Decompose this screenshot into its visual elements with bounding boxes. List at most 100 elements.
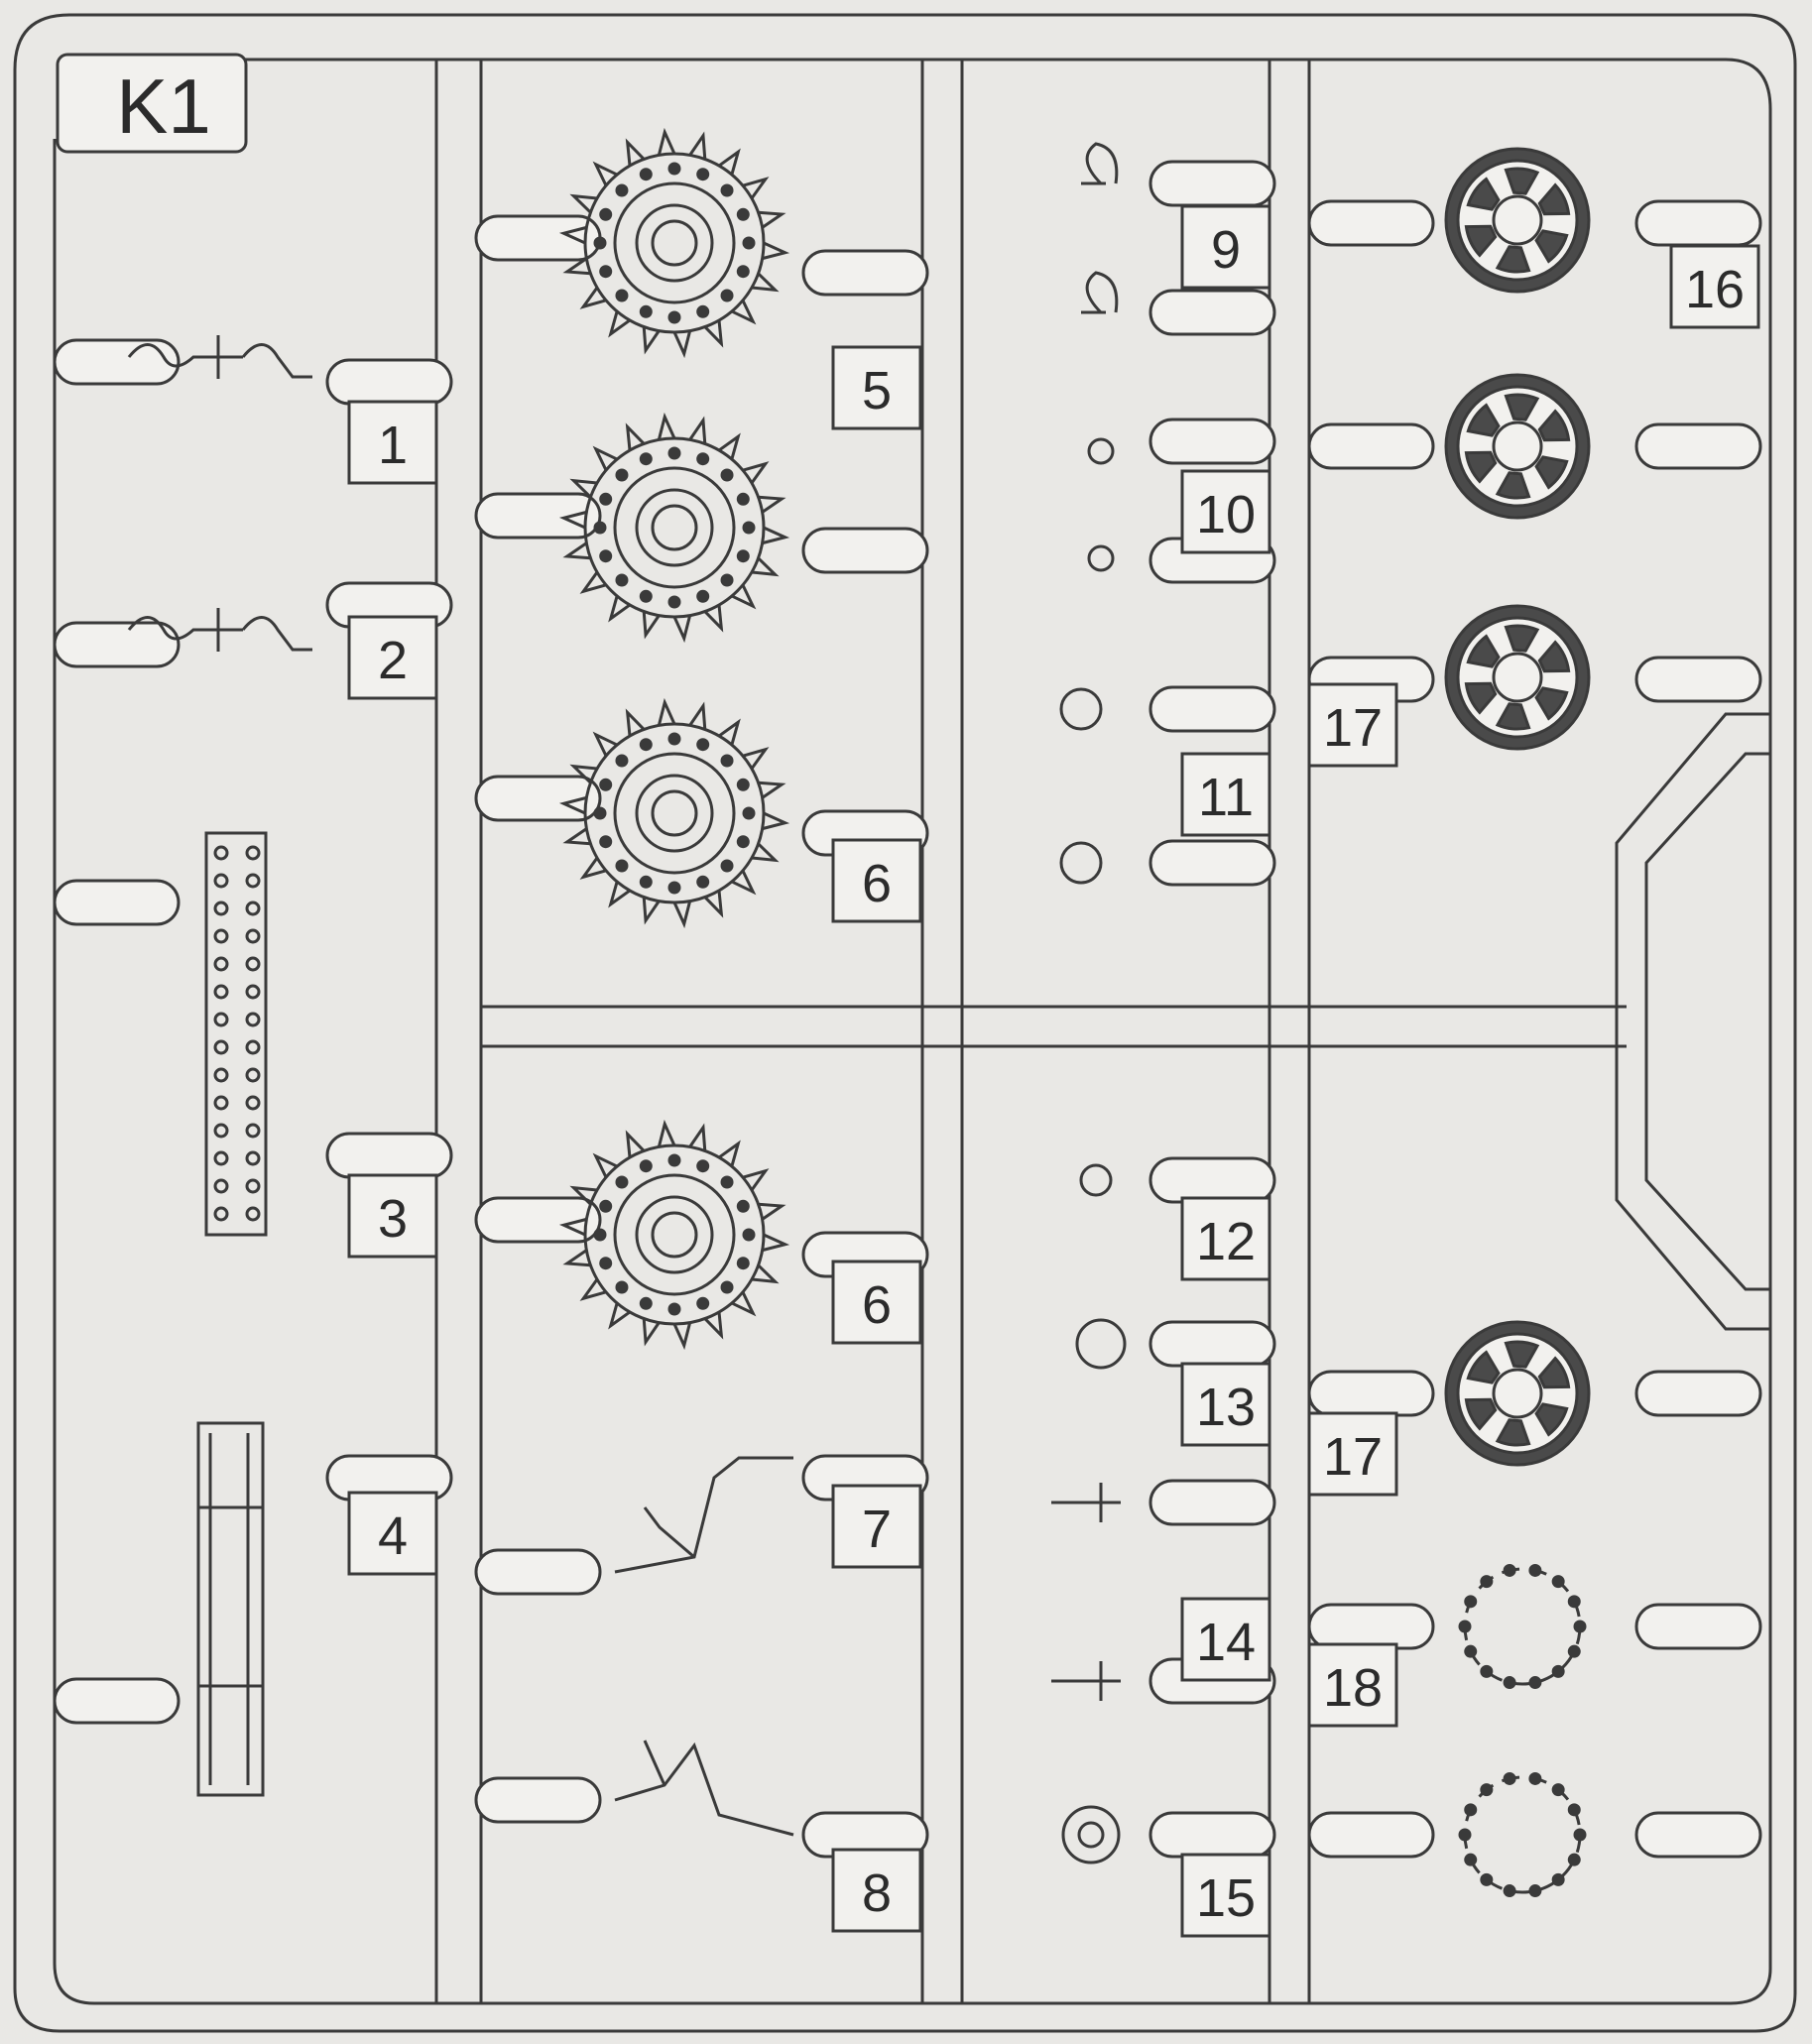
bar-hole (213, 1039, 229, 1055)
rim-tooth (1464, 1644, 1478, 1658)
bar-hole (245, 1123, 261, 1139)
runner-gate (1148, 1811, 1276, 1859)
road-wheel-part-17a (1444, 373, 1591, 520)
sprocket-bolt (593, 1228, 607, 1242)
sprocket-bolt (599, 265, 613, 279)
sprocket-bolt (599, 1257, 613, 1270)
runner-gate (1148, 1320, 1276, 1368)
part-number-tag: 6 (831, 838, 922, 923)
bent-rod-part-8 (614, 1740, 794, 1837)
part-number-tag: 6 (831, 1260, 922, 1345)
rim-tooth (1464, 1595, 1478, 1609)
part-number-tag: 12 (1180, 1196, 1271, 1281)
sprocket-rim (583, 722, 766, 904)
sprocket-bolt (667, 1302, 681, 1316)
rim-tooth (1503, 1771, 1516, 1785)
runner-gate (325, 358, 453, 406)
sprocket-hub (635, 203, 714, 283)
sprocket-bolt (720, 183, 734, 197)
wheel-spoke-hole (1534, 455, 1569, 490)
sprocket-bolt (667, 595, 681, 609)
rim-tooth (1567, 1644, 1581, 1658)
wheel-hub (1492, 421, 1543, 472)
part-number-tag: 15 (1180, 1853, 1271, 1938)
bar-hole (245, 956, 261, 972)
runner-gate (1634, 1370, 1762, 1417)
wheel-hub (1492, 194, 1543, 246)
rim-tooth (1503, 1563, 1516, 1577)
sprue-name-tag: K1 (56, 53, 248, 154)
sprocket-bolt (615, 1175, 629, 1189)
runner-gate (1634, 199, 1762, 247)
part-number-tag: 11 (1180, 752, 1271, 837)
tag-box (347, 615, 438, 700)
wheel-spoke-hole (1466, 177, 1501, 211)
wheel-rim-part-18a (1458, 1563, 1587, 1690)
bracket-detail (198, 1433, 263, 1785)
rim-tooth (1573, 1620, 1587, 1633)
bar-hole (213, 956, 229, 972)
tag-box (347, 1173, 438, 1259)
part-number-tag: 3 (347, 1173, 438, 1259)
sprocket-bolt (696, 589, 710, 603)
sprocket-bolt (599, 492, 613, 506)
rim-tooth (1551, 1575, 1565, 1589)
hook-shape (127, 335, 312, 379)
bar-hole (213, 1012, 229, 1027)
bar-hole (213, 845, 229, 861)
part-number-tag: 18 (1307, 1642, 1398, 1728)
wheel-spoke-hole (1537, 409, 1571, 442)
runner-gate (1307, 1370, 1435, 1417)
part-number-tag: 5 (831, 345, 922, 430)
bar-hole (213, 901, 229, 916)
sprocket-bolt (667, 446, 681, 460)
bracket-body (196, 1421, 265, 1797)
tag-box (831, 1848, 922, 1933)
sprocket-bolt (736, 1199, 750, 1213)
part-number-tag: 13 (1180, 1362, 1271, 1447)
rim-tooth (1503, 1676, 1516, 1690)
tag-box (1307, 1642, 1398, 1728)
bar-hole (245, 901, 261, 916)
tag-box (1180, 1362, 1271, 1447)
sprocket-part-6b (558, 1119, 790, 1351)
pin-part-14a (1051, 1483, 1121, 1522)
bar-hole (213, 873, 229, 889)
tag-box (1307, 682, 1398, 768)
vertical-runner-1 (434, 60, 483, 2003)
sprocket-rim (583, 436, 766, 619)
sprue-name: K1 (116, 62, 210, 150)
outer-frame (13, 13, 1797, 2033)
runner-gate (53, 879, 181, 926)
runner-gate (53, 621, 181, 668)
rim-tooth (1480, 1872, 1494, 1886)
runner-gate (1148, 160, 1276, 207)
bar-hole (213, 1178, 229, 1194)
bar-hole (245, 1039, 261, 1055)
part-number-label: 9 (1211, 220, 1241, 280)
part-number-label: 3 (378, 1189, 408, 1249)
road-wheel-part-17b (1444, 604, 1591, 751)
sprocket-bolt (599, 207, 613, 221)
runner-gate (1634, 422, 1762, 470)
rim-tooth (1567, 1803, 1581, 1817)
sprocket-bolt (696, 875, 710, 889)
runner-gate (1634, 656, 1762, 703)
bar-hole (213, 1095, 229, 1111)
wheel-spoke-hole (1466, 634, 1501, 668)
hook-chain-part-1 (127, 335, 312, 379)
part-number-label: 4 (378, 1506, 408, 1566)
sprocket-ring (613, 1173, 736, 1296)
inner-frame (53, 58, 1772, 2005)
runner-gate (1307, 1603, 1435, 1650)
wheel-spoke-hole (1537, 640, 1571, 673)
wheel-spoke-hole (1504, 624, 1540, 653)
bar-body (204, 831, 268, 1237)
sprocket-teeth (558, 127, 790, 359)
rim-tooth (1458, 1620, 1472, 1633)
sprocket-bolt (639, 452, 653, 466)
runner-gate (474, 775, 602, 822)
rim-tooth (1528, 1771, 1542, 1785)
rim-tooth (1480, 1575, 1494, 1589)
